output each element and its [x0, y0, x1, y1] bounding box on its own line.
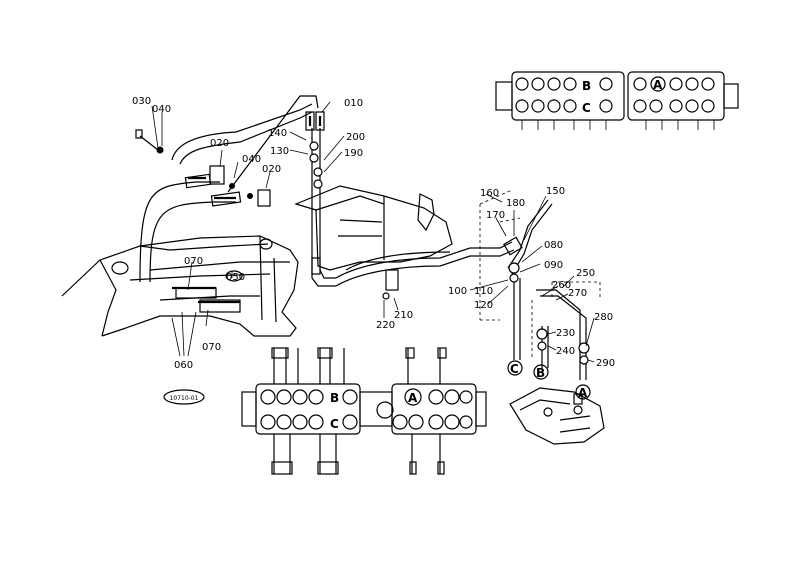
label-270: 270	[568, 288, 587, 299]
pipes-to-ports	[508, 262, 590, 380]
label-120: 120	[474, 300, 493, 311]
letter-c-top: C	[582, 101, 591, 115]
letter-b-port: B	[536, 366, 545, 380]
label-110: 110	[474, 286, 493, 297]
label-160: 160	[480, 188, 499, 199]
letter-c-port: C	[510, 362, 519, 376]
label-090: 090	[544, 260, 563, 271]
label-070-b: 070	[202, 342, 221, 353]
label-280: 280	[594, 312, 613, 323]
label-290: 290	[596, 358, 615, 369]
label-020-a: 020	[210, 138, 229, 149]
part-labels: 010 020 020 030 040 040 050 060 070 070 …	[132, 96, 615, 371]
section-letters: B C A B C A C B A	[330, 76, 666, 431]
grouping-brackets	[479, 189, 601, 360]
reference-stamp: 10710-01	[163, 389, 205, 405]
letter-a-top: A	[653, 78, 663, 92]
label-190: 190	[344, 148, 363, 159]
label-180: 180	[506, 198, 525, 209]
letter-a-port: A	[578, 386, 588, 400]
label-030: 030	[132, 96, 151, 107]
label-220: 220	[376, 320, 395, 331]
label-210: 210	[394, 310, 413, 321]
vertical-pipes-010	[305, 111, 336, 287]
center-frame-assembly	[294, 185, 453, 300]
label-200: 200	[346, 132, 365, 143]
small-valve-block	[509, 387, 605, 445]
label-130: 130	[270, 146, 289, 157]
control-valve-top-view	[495, 71, 739, 130]
label-040-b: 040	[242, 154, 261, 165]
label-170: 170	[486, 210, 505, 221]
label-250: 250	[576, 268, 595, 279]
label-040-a: 040	[152, 104, 171, 115]
label-230: 230	[556, 328, 575, 339]
label-060: 060	[174, 360, 193, 371]
pipes-to-valve	[335, 199, 553, 287]
leader-lines	[151, 101, 595, 363]
label-080: 080	[544, 240, 563, 251]
label-010: 010	[344, 98, 363, 109]
letter-a-bottom: A	[408, 391, 418, 405]
letter-b-bottom: B	[330, 391, 339, 405]
label-150: 150	[546, 186, 565, 197]
letter-b-top: B	[582, 79, 591, 93]
label-020-b: 020	[262, 164, 281, 175]
label-070-a: 070	[184, 256, 203, 267]
label-240: 240	[556, 346, 575, 357]
bolt-030	[135, 129, 164, 154]
stamp-text: 10710-01	[170, 395, 199, 402]
label-050: 050	[226, 272, 245, 283]
label-100: 100	[448, 286, 467, 297]
letter-c-bottom: C	[330, 417, 339, 431]
control-valve-bottom-view	[241, 347, 487, 475]
boom-bracket-assembly	[61, 235, 299, 337]
label-140: 140	[268, 128, 287, 139]
label-260: 260	[552, 280, 571, 291]
hose-lines-left	[139, 95, 319, 283]
